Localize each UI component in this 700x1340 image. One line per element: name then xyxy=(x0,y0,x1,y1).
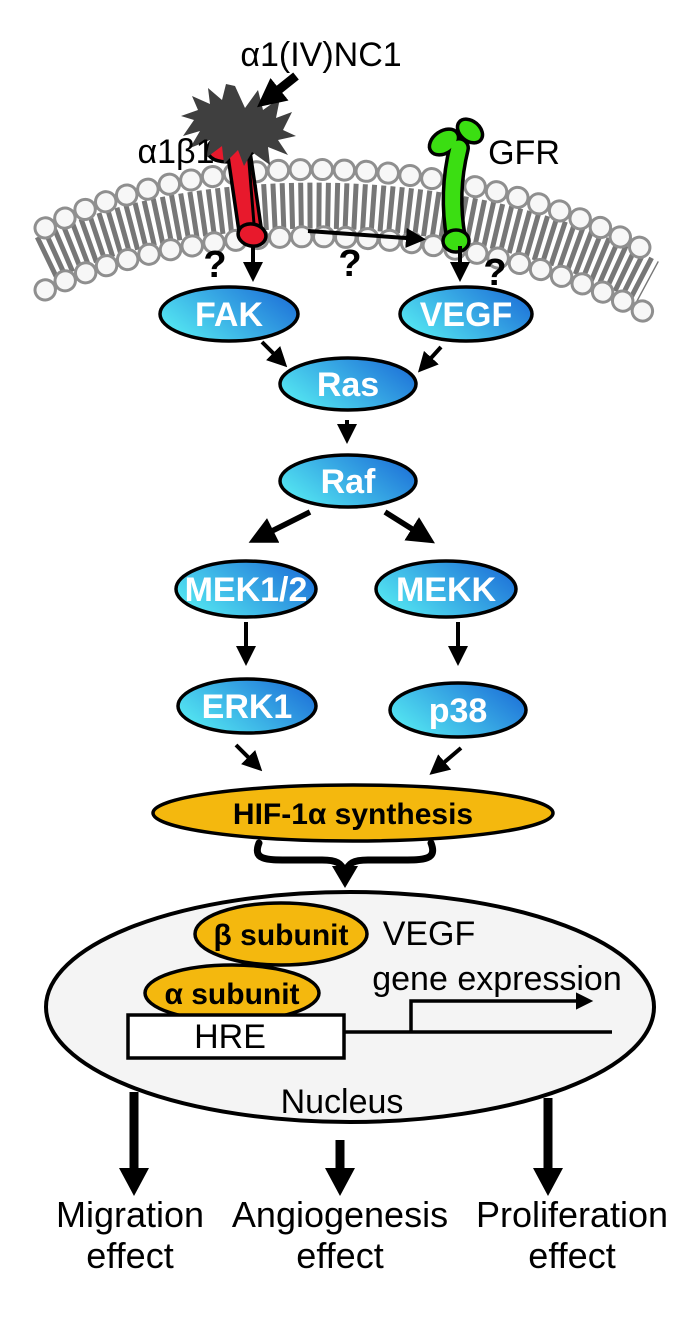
integrin-leg-seam xyxy=(246,149,256,225)
angiogenesis-label-line2: effect xyxy=(296,1235,383,1276)
ras-node xyxy=(278,356,418,412)
integrin-label: α1β1 xyxy=(137,133,214,171)
angiogenesis-arrow xyxy=(325,1140,355,1196)
integrin-foot xyxy=(236,222,268,248)
erk1-label: ERK1 xyxy=(202,688,293,726)
p38-label: p38 xyxy=(429,692,488,730)
erk1-node xyxy=(176,677,318,735)
mekk-label: MEKK xyxy=(396,571,497,609)
raf-label: Raf xyxy=(321,463,376,501)
migration-label-line2: effect xyxy=(86,1235,173,1276)
gfr-lobe-right xyxy=(455,117,485,145)
mek12-node xyxy=(174,559,318,619)
vegf-label: VEGF xyxy=(420,296,513,334)
p38-node xyxy=(388,681,528,739)
membrane-bottom-heads xyxy=(36,228,657,323)
hif-synthesis-label: HIF-1α synthesis xyxy=(233,798,473,831)
migration-arrow xyxy=(119,1092,149,1196)
question-mark-middle: ? xyxy=(338,243,361,285)
membrane-top-heads xyxy=(36,161,657,261)
outcome-arrows xyxy=(119,1092,563,1196)
mekk-node xyxy=(374,559,518,619)
nucleus xyxy=(44,890,656,1124)
fak-label: FAK xyxy=(195,296,263,334)
hif-synthesis-node xyxy=(151,783,555,843)
vegf-gene-label-line1: VEGF xyxy=(383,915,476,953)
ligand-label: α1(IV)NC1 xyxy=(240,36,401,74)
ligand-arrow xyxy=(257,72,299,108)
raf-to-mekk-arrow xyxy=(383,509,435,544)
vegf-gene-label-line2: gene expression xyxy=(372,960,622,998)
proliferation-label-line1: Proliferation xyxy=(476,1194,668,1235)
brace-arrowhead xyxy=(332,866,358,888)
ligand-starburst xyxy=(181,84,296,166)
proliferation-label-line2: effect xyxy=(528,1235,615,1276)
angiogenesis-label-line1: Angiogenesis xyxy=(232,1194,448,1235)
gfr-foot xyxy=(441,228,471,254)
fak-to-ras-arrow xyxy=(260,340,288,368)
beta-subunit-label: β subunit xyxy=(214,919,349,952)
question-mark-right: ? xyxy=(483,252,506,294)
erk1-to-hif-arrow xyxy=(234,743,263,772)
integrin-leg xyxy=(229,144,260,239)
brace-to-nucleus xyxy=(253,839,437,888)
gfr-stalk xyxy=(445,140,467,246)
question-mark-left: ? xyxy=(203,244,226,286)
ras-label: Ras xyxy=(317,366,379,404)
raf-to-mek-arrow xyxy=(248,509,312,543)
cell-membrane xyxy=(33,158,660,326)
membrane-lipid-tails xyxy=(34,182,659,303)
migration-label-line1: Migration xyxy=(56,1194,204,1235)
proliferation-arrow xyxy=(533,1098,563,1196)
hre-box xyxy=(126,1013,346,1060)
p38-to-hif-arrow xyxy=(429,746,463,775)
beta-subunit-node xyxy=(193,901,369,967)
vegf-to-ras-arrow xyxy=(417,345,443,373)
integrin-to-gfr-arrow xyxy=(307,228,426,248)
gfr-receptor xyxy=(427,117,485,254)
raf-node xyxy=(278,453,418,509)
alpha-subunit-label: α subunit xyxy=(164,978,299,1011)
vegf-node xyxy=(398,285,534,343)
fak-node xyxy=(158,285,300,343)
hre-label: HRE xyxy=(194,1018,266,1056)
gfr-label: GFR xyxy=(488,134,560,172)
transcription-start-arrow xyxy=(409,992,594,1031)
nucleus-label: Nucleus xyxy=(281,1083,404,1121)
mek12-label: MEK1/2 xyxy=(185,571,308,609)
